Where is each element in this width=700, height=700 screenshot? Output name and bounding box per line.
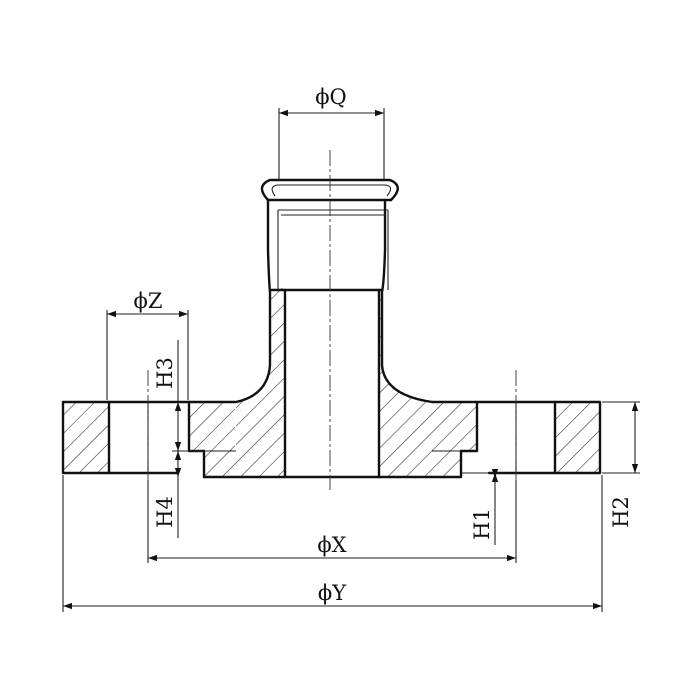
dimension-h3-label: H3 [153,357,177,389]
hatched-sections [63,288,600,477]
center-lines [147,150,517,500]
dimension-h4-label: H4 [153,496,177,528]
dimension-x: ϕX [147,480,517,563]
dimension-h2-label: H2 [609,496,633,528]
part-outline [61,178,602,479]
dimension-q: ϕQ [278,85,385,180]
dimension-h3: H3 [153,340,182,451]
dimension-x-label: ϕX [317,533,346,557]
dimension-z-label: ϕZ [134,289,163,313]
dimension-q-label: ϕQ [315,85,347,109]
dimension-h1-label: H1 [470,508,494,540]
dimension-z: ϕZ [106,289,189,400]
dimension-h1: H1 [461,469,500,545]
dimension-h4: H4 [153,450,204,538]
dimension-y-label: ϕY [318,581,347,605]
dimension-h2: H2 [602,401,640,528]
dimension-y: ϕY [62,475,603,612]
